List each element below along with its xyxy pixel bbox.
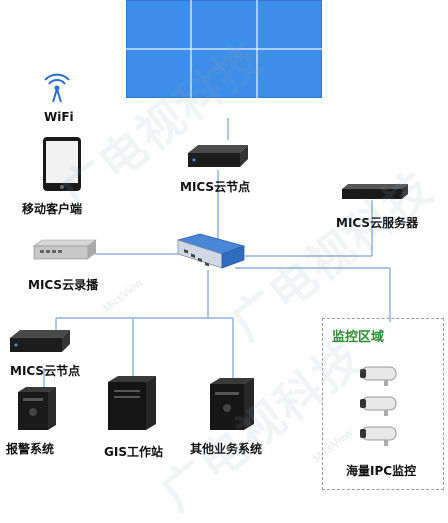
network-switch-icon <box>176 233 246 269</box>
ipc-camera-icon <box>360 426 397 446</box>
monitor-zone-box <box>322 318 444 490</box>
ipc-camera-icon <box>360 366 397 386</box>
cloud-recorder-label: MICS云录播 <box>28 278 99 292</box>
wifi-icon <box>44 73 70 103</box>
other-systems-icon <box>210 378 254 430</box>
ipc-camera-icon <box>360 396 397 416</box>
connection-lines <box>43 118 391 390</box>
cloud-node-left-label: MICS云节点 <box>10 364 81 378</box>
gis-workstation-label: GIS工作站 <box>104 445 163 459</box>
cloud-node-left-icon <box>10 330 70 352</box>
tablet-icon <box>43 137 81 191</box>
cloud-server-label: MICS云服务器 <box>336 216 419 230</box>
gis-workstation-icon <box>108 376 156 430</box>
alarm-system-icon <box>18 387 56 430</box>
cloud-node-top-icon <box>188 145 248 167</box>
mobile-client-label: 移动客户端 <box>22 202 83 216</box>
wifi-label: WiFi <box>44 110 74 124</box>
monitor-zone-title: 监控区域 <box>332 330 385 345</box>
cloud-node-top-label: MICS云节点 <box>180 180 251 194</box>
cloud-server-icon <box>342 184 408 199</box>
cloud-recorder-icon <box>33 239 97 260</box>
other-systems-label: 其他业务系统 <box>190 442 263 456</box>
ipc-monitor-label: 海量IPC监控 <box>346 464 417 478</box>
alarm-system-label: 报警系统 <box>6 442 55 456</box>
video-wall <box>126 0 322 98</box>
